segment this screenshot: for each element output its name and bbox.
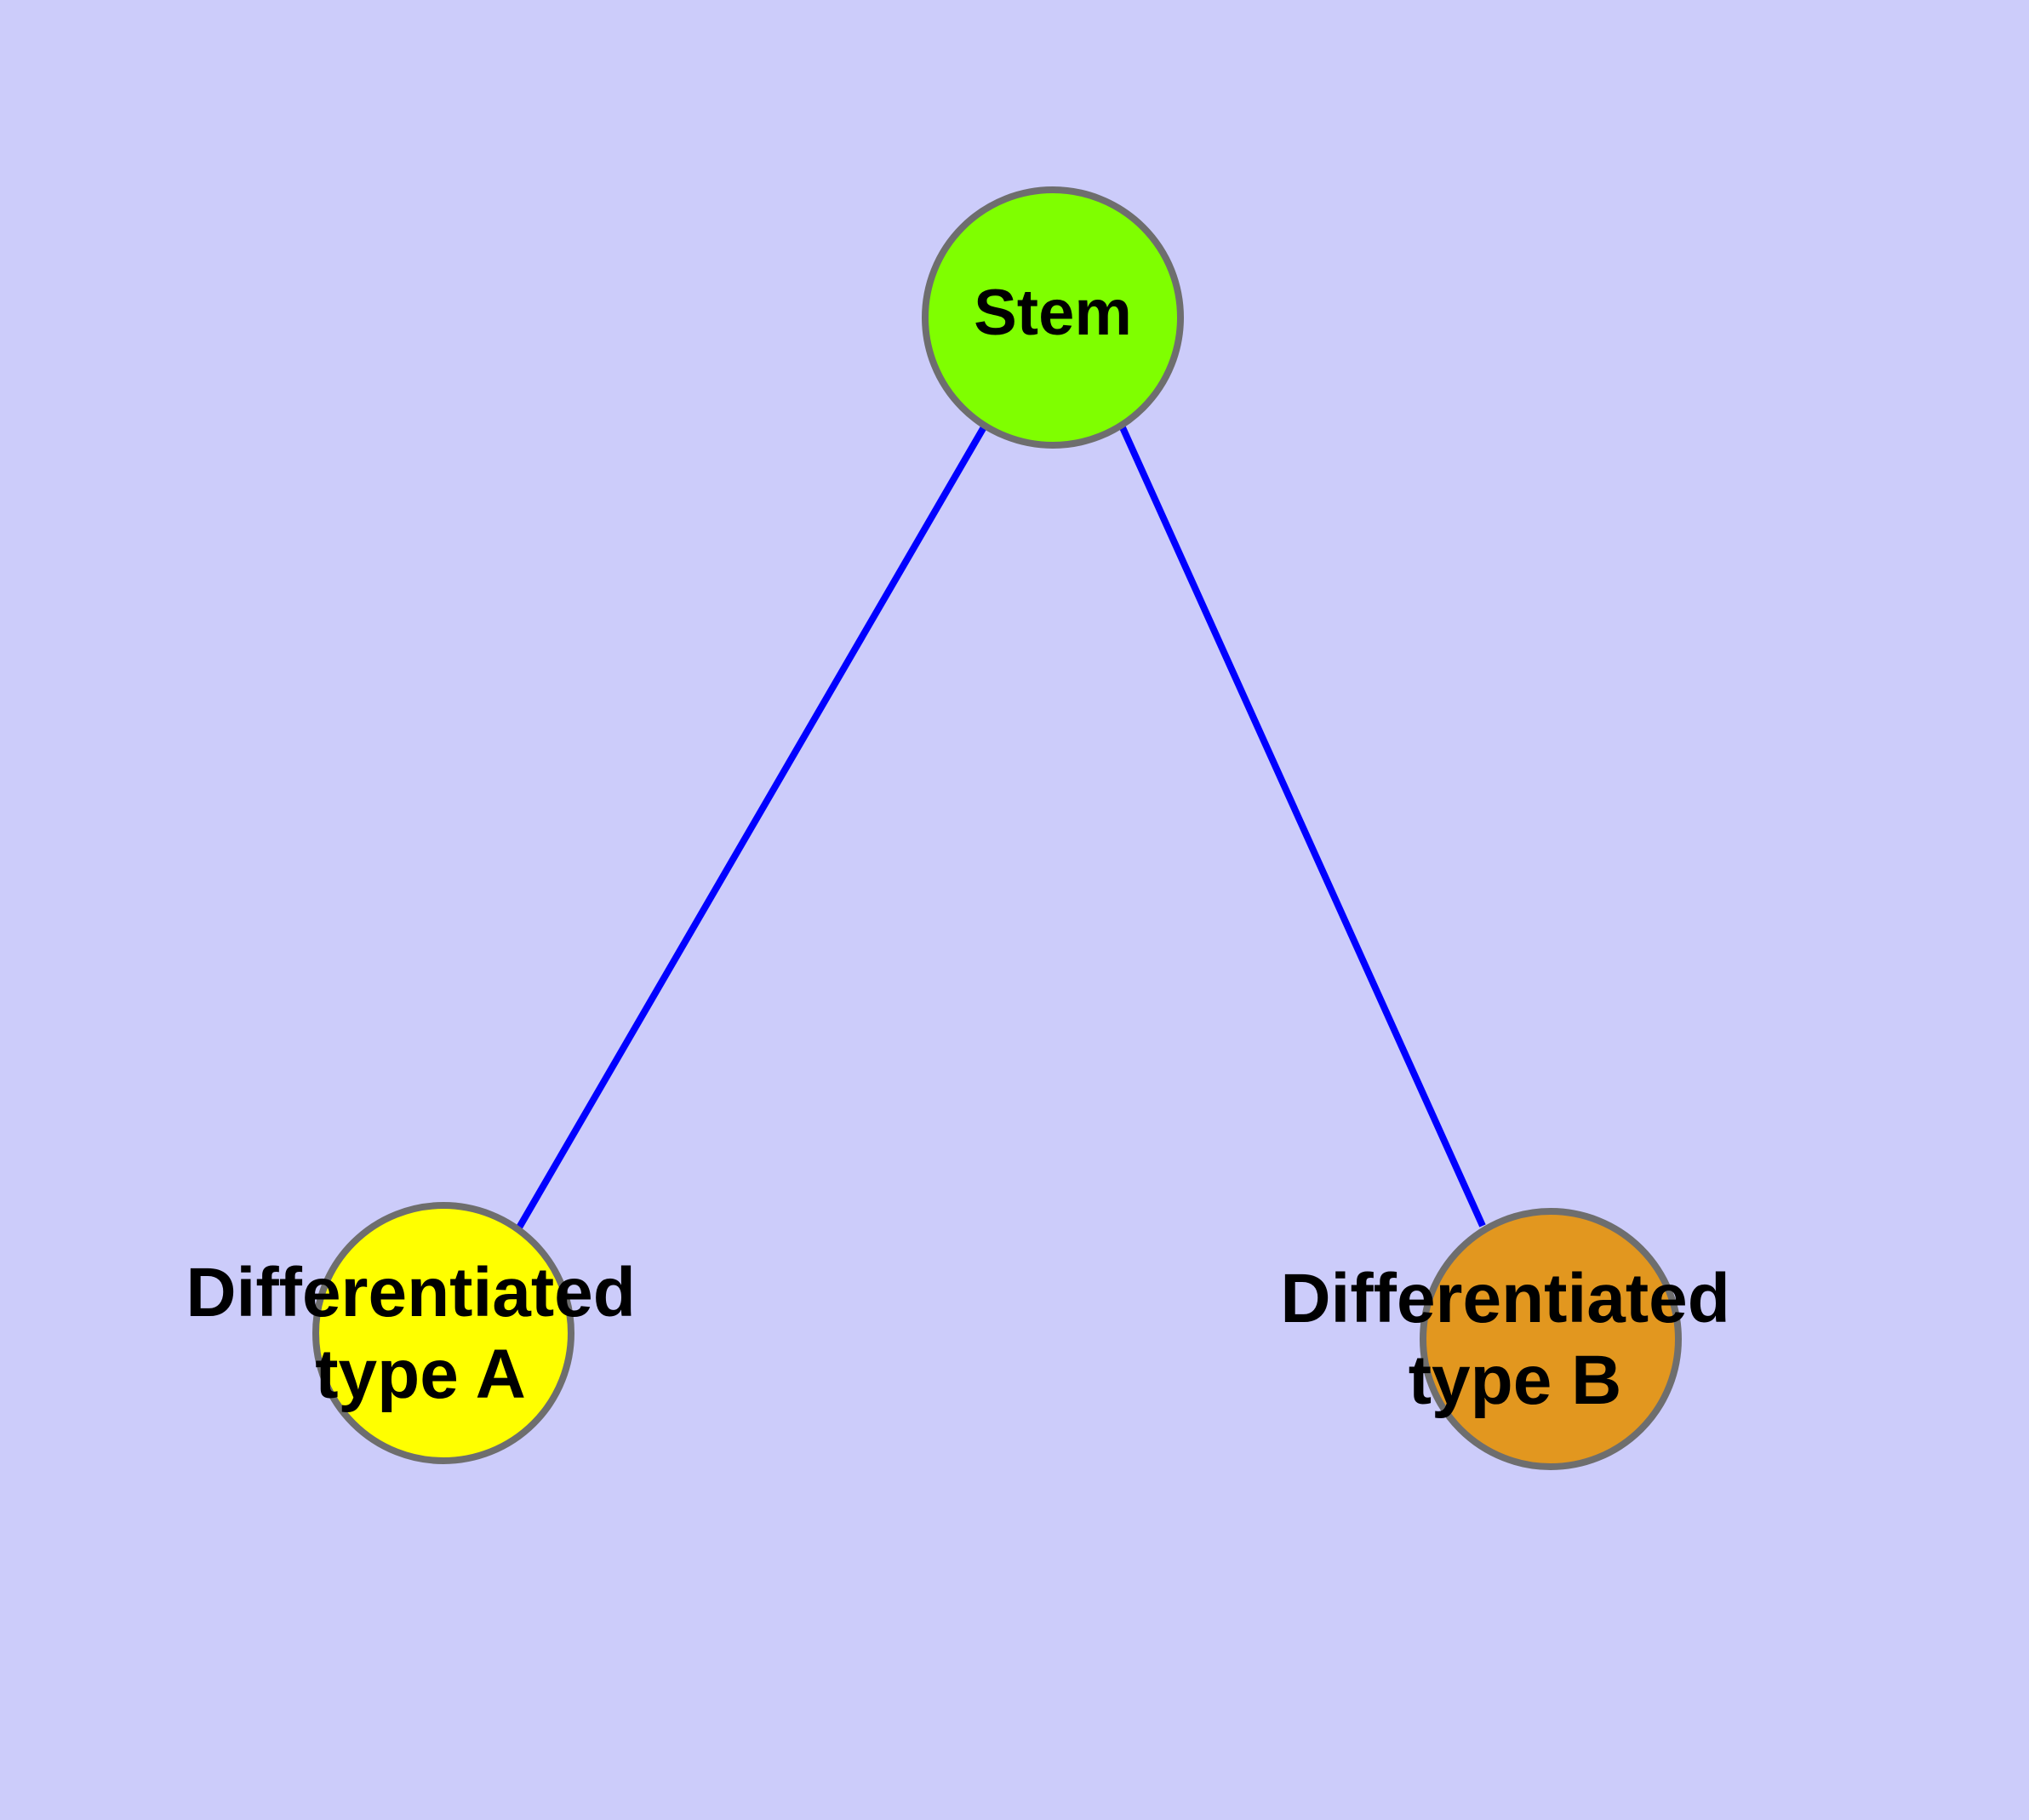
node-diff-b-label: Differentiated type B	[1280, 1260, 1749, 1419]
node-stem-circle[interactable]	[922, 186, 1184, 449]
node-stem-label-line-1: Stem	[974, 277, 1132, 349]
node-diff-b-label-line-1: Differentiated	[1280, 1260, 1730, 1337]
edge-stem-to-diff-a[interactable]	[516, 423, 988, 1230]
edge-layer	[516, 423, 1486, 1230]
edge-stem-to-diff-b[interactable]	[1118, 424, 1486, 1228]
node-stem[interactable]: Stem	[922, 186, 1184, 449]
node-diff-b-label-line-2: type B	[1409, 1342, 1622, 1419]
node-diff-a[interactable]	[312, 1202, 574, 1464]
node-diff-b[interactable]	[1420, 1208, 1682, 1470]
node-diff-a-label: Differentiated type A	[186, 1254, 654, 1413]
node-diff-a-label-line-1: Differentiated	[186, 1254, 636, 1331]
node-diff-a-label-line-2: type A	[315, 1336, 526, 1413]
node-diff-a-circle[interactable]	[312, 1202, 574, 1464]
label-layer: Differentiated type A Differentiated typ…	[186, 1254, 1749, 1419]
node-layer: Stem	[312, 186, 1682, 1470]
node-stem-label: Stem	[974, 277, 1132, 349]
node-diff-b-circle[interactable]	[1420, 1208, 1682, 1470]
